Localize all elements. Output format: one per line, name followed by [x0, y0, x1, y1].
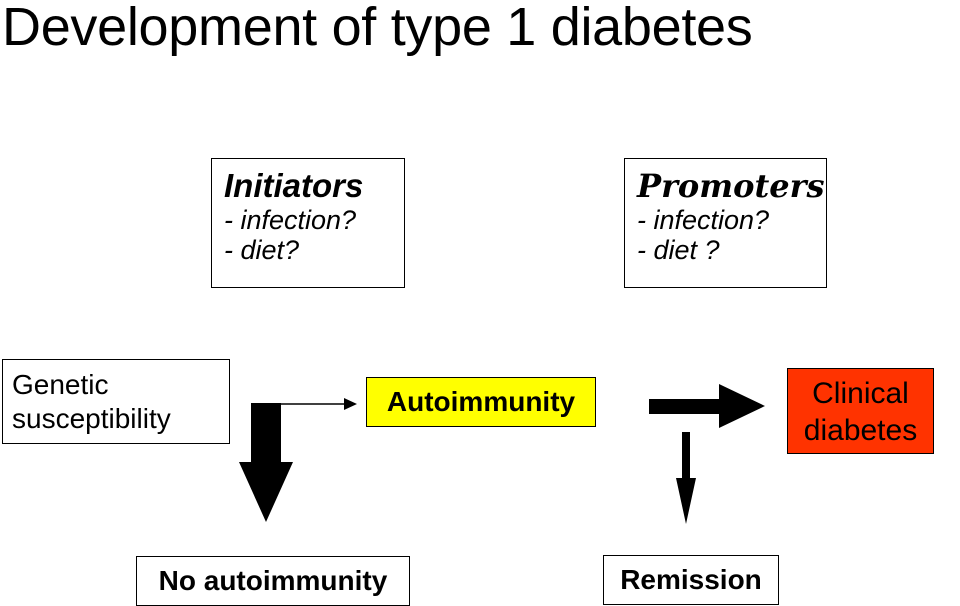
genetic-susceptibility-box: Genetic susceptibility	[2, 359, 230, 444]
promoters-box: Promoters - infection? - diet ?	[624, 158, 827, 288]
arrow-to-remission	[676, 432, 696, 524]
autoimmunity-box: Autoimmunity	[366, 377, 596, 427]
arrow-to-no-autoimmunity	[239, 403, 293, 522]
remission-box: Remission	[603, 555, 779, 605]
genetic-label-line2: susceptibility	[12, 403, 171, 434]
clinical-label-line2: diabetes	[803, 414, 918, 447]
promoters-item-diet: - diet ?	[637, 235, 720, 265]
initiators-item-diet: - diet?	[224, 235, 300, 265]
initiators-box: Initiators - infection? - diet?	[211, 158, 405, 288]
autoimmunity-label: Autoimmunity	[386, 386, 576, 417]
initiators-item-infection: - infection?	[224, 205, 357, 235]
initiators-heading: Initiators	[224, 167, 364, 204]
diagram-title: Development of type 1 diabetes	[2, 0, 753, 57]
no-autoimmunity-label: No autoimmunity	[158, 565, 388, 596]
clinical-label-line1: Clinical	[812, 377, 909, 410]
arrow-to-clinical-diabetes	[649, 384, 765, 428]
remission-label: Remission	[620, 564, 762, 595]
promoters-item-infection: - infection?	[637, 205, 770, 235]
no-autoimmunity-box: No autoimmunity	[136, 556, 410, 606]
genetic-label-line1: Genetic	[12, 369, 109, 400]
clinical-diabetes-box: Clinical diabetes	[787, 368, 934, 454]
promoters-heading: Promoters	[637, 167, 825, 205]
